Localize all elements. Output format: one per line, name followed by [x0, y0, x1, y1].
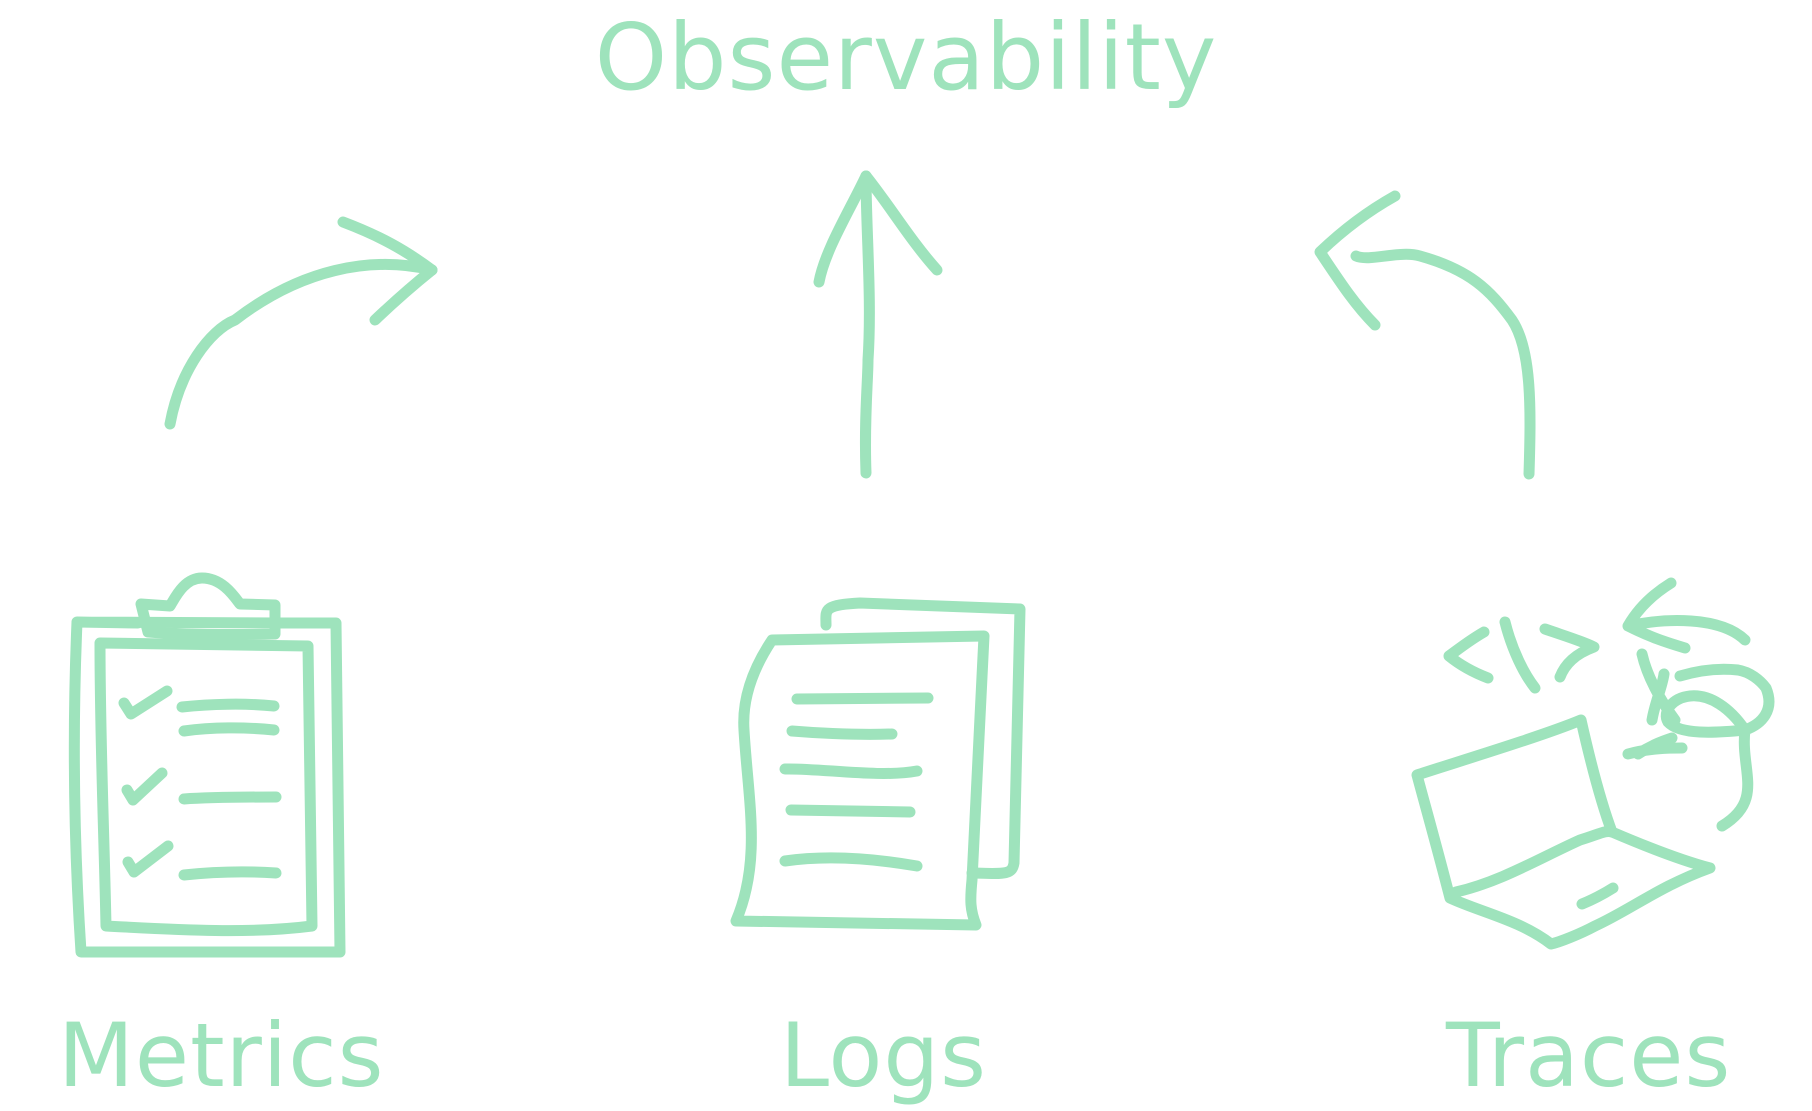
arrow-logs-to-observability	[813, 170, 943, 479]
pillar-label-metrics: Metrics	[58, 1004, 385, 1107]
clipboard-checklist-icon	[68, 572, 346, 958]
document-pages-icon	[730, 597, 1026, 931]
arrow-traces-to-observability	[1314, 190, 1536, 480]
laptop-code-icon	[1411, 577, 1775, 950]
diagram-title: Observability	[594, 4, 1218, 111]
pillar-label-traces: Traces	[1446, 1004, 1732, 1107]
arrow-metrics-to-observability	[164, 216, 438, 430]
pillar-label-logs: Logs	[780, 1004, 988, 1107]
